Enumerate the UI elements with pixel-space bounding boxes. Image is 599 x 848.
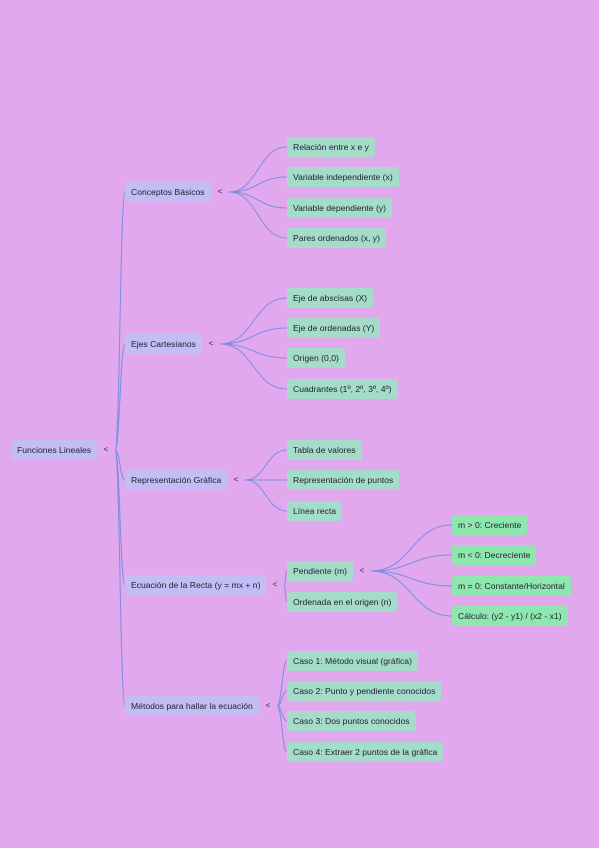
- branch-to-topic-line: [228, 176, 288, 193]
- branch-node[interactable]: Ejes Cartesianos: [125, 334, 202, 354]
- branch-to-topic-line: [219, 327, 288, 345]
- branch-to-topic-line: [228, 191, 288, 239]
- branch-node[interactable]: Métodos para hallar la ecuación: [125, 696, 259, 716]
- branch-to-topic-line: [244, 479, 288, 512]
- branch-to-topic-line: [244, 449, 288, 481]
- topic-to-subtopic-line: [370, 570, 453, 587]
- branch-collapse-toggle[interactable]: <: [272, 580, 278, 589]
- topic-to-subtopic-line: [370, 554, 453, 572]
- topic-node[interactable]: Pendiente (m): [287, 561, 353, 581]
- branch-node[interactable]: Representación Gráfica: [125, 470, 228, 490]
- subtopic-node[interactable]: Cálculo: (y2 - y1) / (x2 - x1): [452, 606, 568, 626]
- branch-node[interactable]: Conceptos Básicos: [125, 182, 211, 202]
- subtopic-node[interactable]: m < 0: Decreciente: [452, 545, 537, 565]
- topic-node[interactable]: Caso 2: Punto y pendiente conocidos: [287, 681, 442, 701]
- branch-collapse-toggle[interactable]: <: [233, 475, 239, 484]
- root-to-branch-line: [114, 449, 126, 707]
- root-node[interactable]: Funciones Lineales: [11, 440, 98, 460]
- branch-to-topic-line: [276, 705, 288, 753]
- topic-node[interactable]: Representación de puntos: [287, 470, 400, 490]
- branch-node[interactable]: Ecuación de la Recta (y = mx + n): [125, 575, 267, 595]
- branch-collapse-toggle[interactable]: <: [208, 339, 214, 348]
- root-collapse-toggle[interactable]: <: [103, 445, 109, 454]
- topic-node[interactable]: Variable independiente (x): [287, 167, 399, 187]
- topic-node[interactable]: Línea recta: [287, 501, 342, 521]
- branch-collapse-toggle[interactable]: <: [217, 187, 223, 196]
- root-to-branch-line: [114, 449, 126, 481]
- branch-to-topic-line: [219, 343, 288, 359]
- topic-node[interactable]: Eje de ordenadas (Y): [287, 318, 381, 338]
- branch-to-topic-line: [228, 191, 288, 209]
- topic-node[interactable]: Cuadrantes (1º, 2º, 3º, 4º): [287, 379, 398, 399]
- topic-collapse-toggle[interactable]: <: [359, 566, 365, 575]
- branch-to-topic-line: [219, 297, 288, 345]
- topic-node[interactable]: Origen (0,0): [287, 348, 345, 368]
- subtopic-node[interactable]: m > 0: Creciente: [452, 515, 528, 535]
- topic-node[interactable]: Ordenada en el origen (n): [287, 592, 398, 612]
- root-to-branch-line: [114, 343, 126, 451]
- root-to-branch-line: [114, 191, 126, 451]
- branch-collapse-toggle[interactable]: <: [265, 701, 271, 710]
- branch-to-topic-line: [276, 690, 288, 707]
- topic-node[interactable]: Caso 3: Dos puntos conocidos: [287, 711, 416, 731]
- topic-node[interactable]: Eje de abscisas (X): [287, 288, 374, 308]
- topic-to-subtopic-line: [370, 524, 453, 572]
- branch-to-topic-line: [276, 660, 288, 707]
- topic-node[interactable]: Variable dependiente (y): [287, 198, 392, 218]
- topic-node[interactable]: Caso 1: Método visual (gráfica): [287, 651, 418, 671]
- topic-to-subtopic-line: [370, 570, 453, 617]
- topic-node[interactable]: Relación entre x e y: [287, 137, 375, 157]
- branch-to-topic-line: [219, 343, 288, 390]
- topic-node[interactable]: Tabla de valores: [287, 440, 362, 460]
- branch-to-topic-line: [283, 584, 288, 603]
- root-to-branch-line: [114, 449, 126, 586]
- topic-node[interactable]: Pares ordenados (x, y): [287, 228, 386, 248]
- branch-to-topic-line: [228, 146, 288, 193]
- topic-node[interactable]: Caso 4: Extraer 2 puntos de la gráfica: [287, 742, 444, 762]
- branch-to-topic-line: [283, 570, 288, 586]
- subtopic-node[interactable]: m = 0: Constante/Horizontal: [452, 576, 571, 596]
